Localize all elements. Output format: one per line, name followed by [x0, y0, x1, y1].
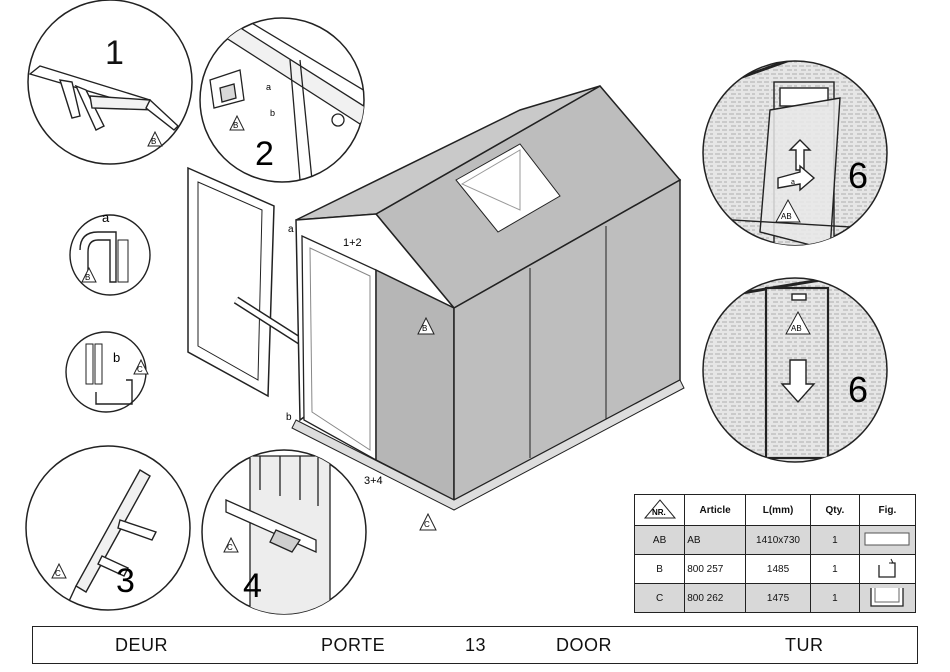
- svg-text:B: B: [151, 137, 156, 146]
- svg-text:C: C: [424, 520, 430, 529]
- step6-insert-detail: 6 a AB: [700, 50, 920, 252]
- cell-article: 800 262: [685, 584, 746, 613]
- step-number-3: 3: [116, 562, 135, 600]
- svg-text:a: a: [102, 210, 110, 225]
- profile-b-detail: b C: [66, 332, 148, 412]
- svg-text:C: C: [137, 365, 143, 374]
- svg-text:C: C: [55, 569, 61, 578]
- page-number: 13: [465, 635, 486, 656]
- cell-qty: 1: [811, 555, 860, 584]
- svg-text:a: a: [791, 179, 795, 186]
- cell-qty: 1: [811, 526, 860, 555]
- triangle-tag-icon: NR.: [643, 498, 677, 520]
- table-row: B 800 257 1485 1: [635, 555, 916, 584]
- step-number-4: 4: [243, 567, 262, 605]
- step-number-6: 6: [848, 155, 868, 196]
- profile-a-detail: a B: [70, 210, 150, 295]
- svg-text:b: b: [286, 412, 292, 423]
- footer-label-door: DOOR: [556, 635, 612, 656]
- profile-b-figure-icon: [863, 557, 911, 579]
- footer-label-tur: TUR: [785, 635, 824, 656]
- header-length: L(mm): [746, 495, 811, 526]
- cell-nr: B: [635, 555, 685, 584]
- header-article: Article: [685, 495, 746, 526]
- page-footer: DEUR PORTE 13 DOOR TUR: [32, 626, 918, 664]
- profile-c-figure-icon: [863, 586, 911, 608]
- step1-detail: 1 B: [28, 0, 192, 164]
- footer-label-porte: PORTE: [321, 635, 385, 656]
- cell-fig: [859, 555, 915, 584]
- footer-label-deur: DEUR: [115, 635, 168, 656]
- step4-detail: 4 C: [202, 450, 366, 620]
- panel-figure-icon: [863, 530, 911, 548]
- svg-text:C: C: [227, 543, 233, 552]
- step-number-6: 6: [848, 369, 868, 410]
- header-qty: Qty.: [811, 495, 860, 526]
- svg-text:b: b: [113, 350, 120, 365]
- svg-text:AB: AB: [791, 324, 802, 333]
- step2-detail: a b 2 B: [200, 16, 380, 182]
- table-row: AB AB 1410x730 1: [635, 526, 916, 555]
- cell-fig: [859, 584, 915, 613]
- svg-text:b: b: [270, 108, 275, 118]
- cell-length: 1410x730: [746, 526, 811, 555]
- svg-text:a: a: [288, 224, 294, 235]
- svg-text:1+2: 1+2: [343, 237, 362, 249]
- svg-text:B: B: [422, 324, 427, 333]
- header-fig: Fig.: [859, 495, 915, 526]
- header-nr: NR.: [635, 495, 685, 526]
- tag-c-icon: C: [420, 514, 436, 530]
- parts-table: NR. Article L(mm) Qty. Fig. AB AB 1410x7…: [634, 494, 916, 613]
- svg-text:NR.: NR.: [652, 508, 666, 517]
- cell-article: 800 257: [685, 555, 746, 584]
- svg-text:AB: AB: [781, 212, 792, 221]
- cell-length: 1485: [746, 555, 811, 584]
- step6-lower-detail: 6 AB: [700, 278, 920, 462]
- svg-text:B: B: [85, 273, 90, 282]
- cell-nr: C: [635, 584, 685, 613]
- cell-length: 1475: [746, 584, 811, 613]
- svg-text:3+4: 3+4: [364, 475, 383, 487]
- svg-text:a: a: [266, 82, 271, 92]
- step3-detail: 3 C: [26, 446, 190, 612]
- cell-fig: [859, 526, 915, 555]
- cell-article: AB: [685, 526, 746, 555]
- svg-text:B: B: [233, 121, 238, 130]
- step-number-1: 1: [105, 34, 124, 72]
- cell-qty: 1: [811, 584, 860, 613]
- parts-table-header: NR. Article L(mm) Qty. Fig.: [635, 495, 916, 526]
- cell-nr: AB: [635, 526, 685, 555]
- step-number-2: 2: [255, 135, 274, 173]
- table-row: C 800 262 1475 1: [635, 584, 916, 613]
